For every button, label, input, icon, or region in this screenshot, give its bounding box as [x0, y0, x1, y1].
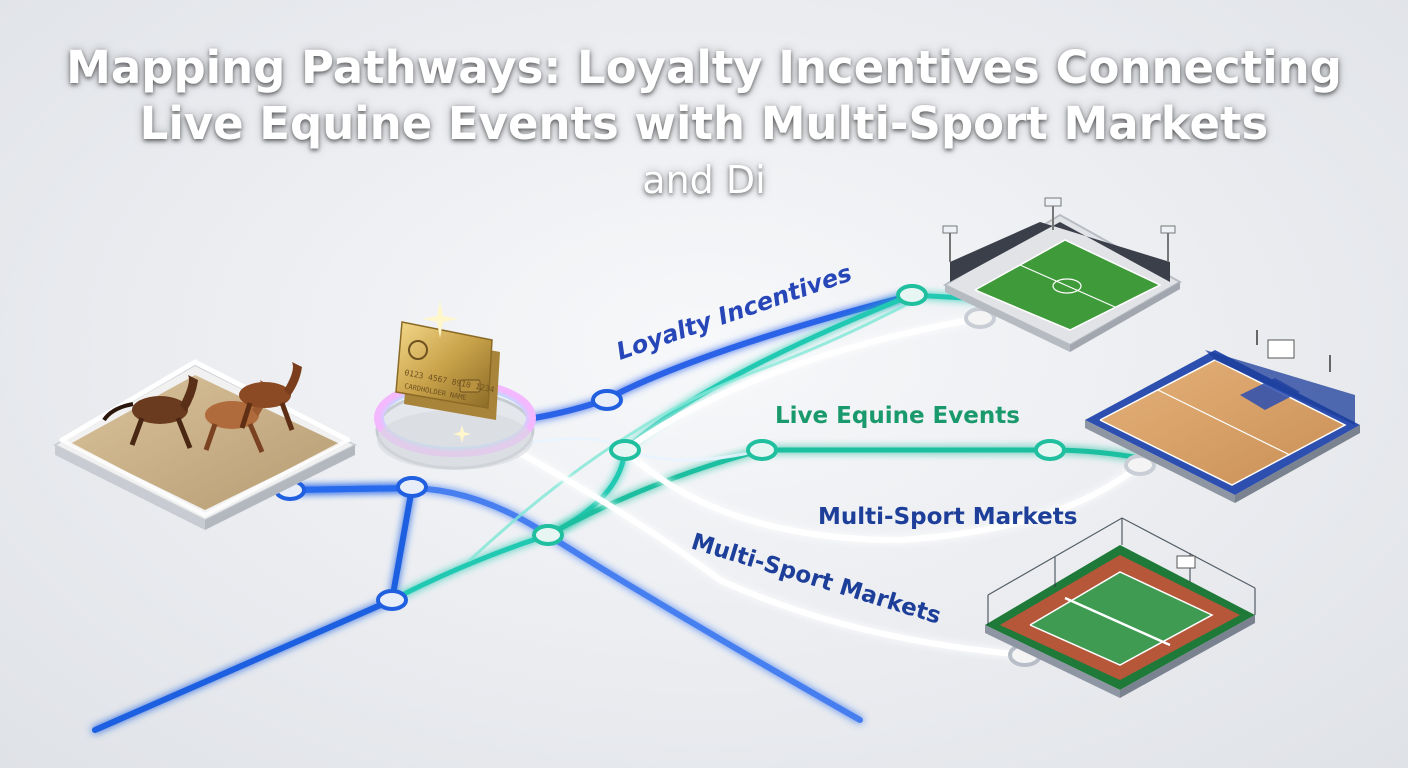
gold-card-icon: 0123 4567 8910 1234 CARDHOLDER NAME	[374, 300, 536, 470]
node	[1124, 454, 1156, 476]
blue-path-main	[92, 484, 416, 733]
pathway-nodes	[274, 284, 1156, 667]
title-line-3: and Di	[642, 158, 766, 202]
white-path-tennis	[512, 447, 1028, 658]
node	[376, 589, 408, 611]
node	[396, 476, 428, 498]
title-line-1: Mapping Pathways: Loyalty Incentives Con…	[66, 41, 1342, 94]
white-path-basketball	[622, 447, 1143, 544]
basketball-court-icon	[1085, 330, 1360, 503]
horse	[239, 362, 302, 431]
sparkle-icon	[422, 300, 471, 443]
teal-path-stadium	[389, 292, 1003, 603]
teal-path-upper	[468, 298, 917, 562]
title-line-2: Live Equine Events with Multi-Sport Mark…	[139, 97, 1269, 150]
label-multi-sport-markets-1: Multi-Sport Markets	[818, 504, 1077, 530]
horse-arena-icon	[52, 359, 358, 530]
node	[591, 389, 623, 411]
blue-path-lower	[287, 484, 863, 723]
node	[1034, 439, 1066, 461]
football-stadium-icon	[942, 197, 1183, 352]
node	[609, 439, 641, 461]
label-live-equine-events: Live Equine Events	[775, 403, 1020, 429]
page-title: Mapping Pathways: Loyalty Incentives Con…	[0, 40, 1408, 208]
node	[896, 284, 928, 306]
tennis-court-icon	[985, 517, 1256, 698]
node	[532, 524, 564, 546]
node	[746, 439, 778, 461]
blue-path-loyalty	[517, 292, 915, 423]
node	[964, 307, 996, 329]
horse	[102, 375, 198, 449]
white-path-stadium	[622, 315, 983, 453]
